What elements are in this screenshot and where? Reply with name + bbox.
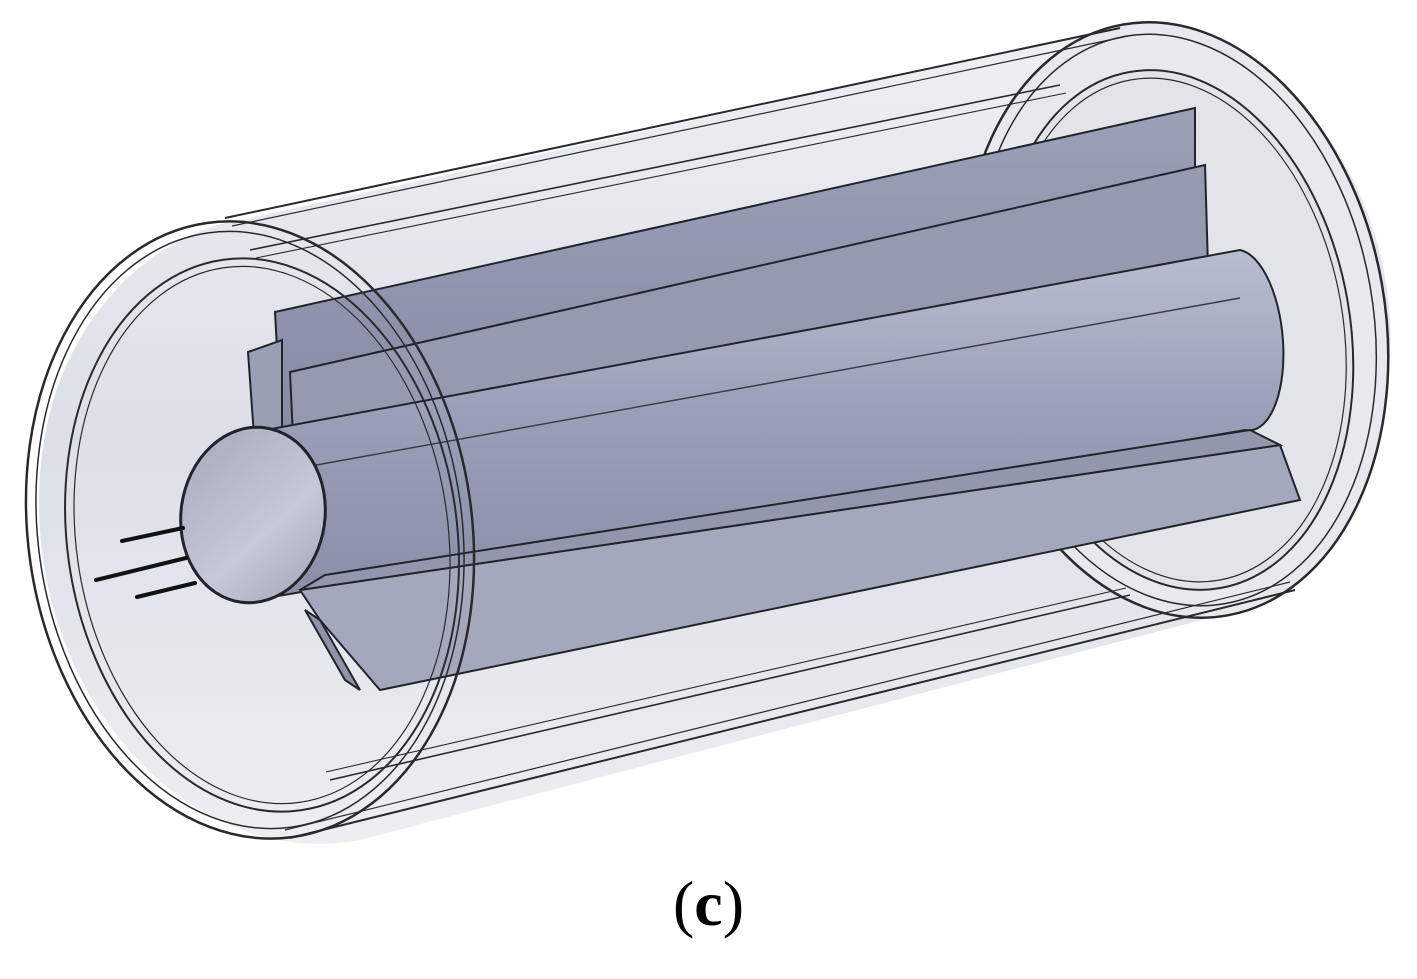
caption-letter: c (694, 868, 723, 939)
electrode-wires (94, 526, 197, 599)
caption-open-paren: ( (672, 868, 695, 939)
figure-caption: (c) (0, 872, 1417, 936)
cad-diagram (24, 21, 1391, 844)
front-rim (24, 220, 476, 840)
tube-end-cap (179, 425, 327, 605)
lower-fins (298, 428, 1302, 692)
caption-close-paren: ) (722, 868, 745, 939)
